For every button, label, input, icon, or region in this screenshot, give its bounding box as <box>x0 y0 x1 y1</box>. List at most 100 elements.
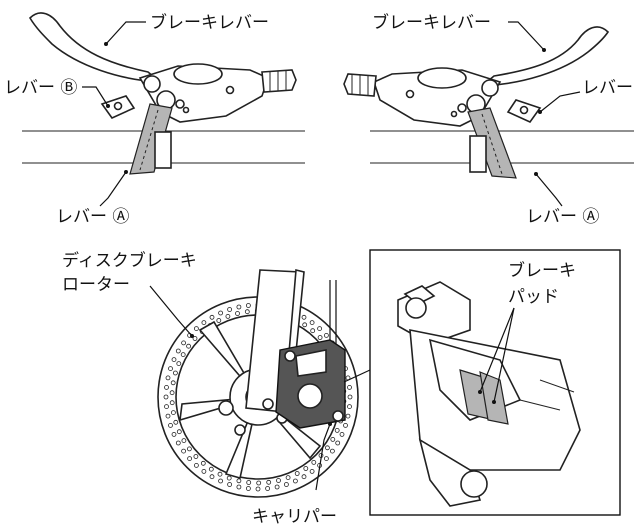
rotor-hole <box>173 419 179 425</box>
rotor-hole <box>169 390 175 396</box>
lever-a-label-right: レバー Ⓐ <box>526 207 599 227</box>
rotor-hole <box>343 422 348 428</box>
rotor-hole <box>200 460 206 466</box>
rotor-hole <box>236 484 242 490</box>
rotor-hole <box>176 361 182 367</box>
brake-pad-label-line2: パッド <box>508 287 559 307</box>
rotor-hole <box>256 480 262 486</box>
rotor-hole <box>181 448 187 454</box>
rotor-hole <box>165 375 171 381</box>
rotor-hole <box>323 456 329 462</box>
disc-rotor-assembly <box>157 268 359 498</box>
rotor-hole <box>209 314 215 320</box>
rotor-hole <box>309 320 315 326</box>
rotor-hole <box>244 309 250 315</box>
lever-b-label-right: レバー Ⓑ <box>582 78 634 98</box>
rotor-hole <box>165 413 171 419</box>
disc-rotor-label-line2: ローター <box>62 275 130 295</box>
rotor-hole <box>192 336 198 341</box>
rotor-hole <box>193 462 199 468</box>
rotor-hole <box>201 320 207 326</box>
rotor-hole <box>235 311 240 316</box>
rotor-hole <box>245 486 251 491</box>
rotor-hole <box>169 400 175 406</box>
rotor-hole <box>335 440 341 446</box>
rotor-hole <box>216 318 222 323</box>
right-lever-assembly <box>343 26 634 179</box>
rotor-hole <box>274 484 280 490</box>
rotor-hole <box>246 480 252 485</box>
rotor-hole <box>265 486 271 491</box>
rotor-hole <box>175 348 181 354</box>
rotor-hole <box>187 456 193 462</box>
rotor-hole <box>317 326 323 332</box>
lever-a-label-left: レバー Ⓐ <box>56 207 129 227</box>
rotor-hole <box>347 404 352 410</box>
rotor-hole <box>227 307 233 312</box>
rotor-hole <box>217 471 223 477</box>
caliper-label: キャリパー <box>252 507 337 527</box>
rotor-hole <box>193 454 199 459</box>
rotor-hole <box>236 304 242 310</box>
lever-b-label-left: レバー Ⓑ <box>4 78 77 98</box>
rotor-hole <box>292 478 298 484</box>
rotor-hole <box>170 410 176 416</box>
rotor-hole <box>324 445 330 451</box>
rotor-hole <box>225 313 231 319</box>
rotor-hole <box>323 332 329 338</box>
rotor-hole <box>168 422 173 428</box>
rotor-hole <box>236 478 242 484</box>
rotor-hole <box>339 431 345 437</box>
rotor-hole <box>310 328 316 334</box>
rotor-hole <box>186 446 192 452</box>
rotor-hole <box>266 479 272 485</box>
rotor-hole <box>283 482 289 487</box>
rotor-hole <box>171 431 177 437</box>
rotor-hole <box>181 438 187 444</box>
rotor-hole <box>208 466 214 472</box>
rotor-hole <box>302 322 308 328</box>
rotor-hole <box>172 370 178 376</box>
brake-pad-label-line1: ブレーキ <box>508 260 576 281</box>
rotor-hole <box>334 427 340 433</box>
rotor-hole <box>164 384 169 390</box>
rotor-hole <box>180 352 186 358</box>
rotor-hole <box>301 474 307 480</box>
rotor-hole <box>276 478 281 483</box>
rotor-hole <box>245 303 251 308</box>
rotor-hole <box>164 404 169 410</box>
rotor-hole <box>294 471 300 476</box>
disc-rotor-label-line1: ディスクブレーキ <box>62 250 197 271</box>
rotor-hole <box>209 474 215 480</box>
brake-lever-label-right: ブレーキレバー <box>372 12 491 33</box>
rotor-hole <box>170 380 176 386</box>
rotor-hole <box>163 394 169 400</box>
rotor-hole <box>309 468 315 474</box>
rotor-hole <box>176 429 182 435</box>
rotor-hole <box>226 475 232 481</box>
rotor-hole <box>303 466 309 471</box>
rotor-hole <box>218 478 224 484</box>
rotor-hole <box>186 343 192 349</box>
rotor-hole <box>311 459 317 465</box>
rotor-hole <box>227 482 233 487</box>
rotor-hole <box>285 475 291 481</box>
brake-lever-label-left: ブレーキレバー <box>150 12 269 33</box>
rotor-hole <box>330 436 336 442</box>
rotor-hole <box>175 440 181 446</box>
rotor-hole <box>347 384 352 390</box>
rotor-hole <box>345 413 351 419</box>
leader-lines <box>82 21 581 491</box>
rotor-hole <box>181 340 187 346</box>
rotor-hole <box>317 335 323 340</box>
rotor-hole <box>329 448 335 454</box>
rotor-hole <box>255 486 261 492</box>
rotor-hole <box>301 314 307 320</box>
rotor-hole <box>193 326 199 332</box>
rotor-hole <box>171 357 177 363</box>
rotor-hole <box>201 468 207 474</box>
rotor-hole <box>218 310 224 316</box>
rotor-hole <box>168 366 173 372</box>
rotor-hole <box>347 394 353 400</box>
